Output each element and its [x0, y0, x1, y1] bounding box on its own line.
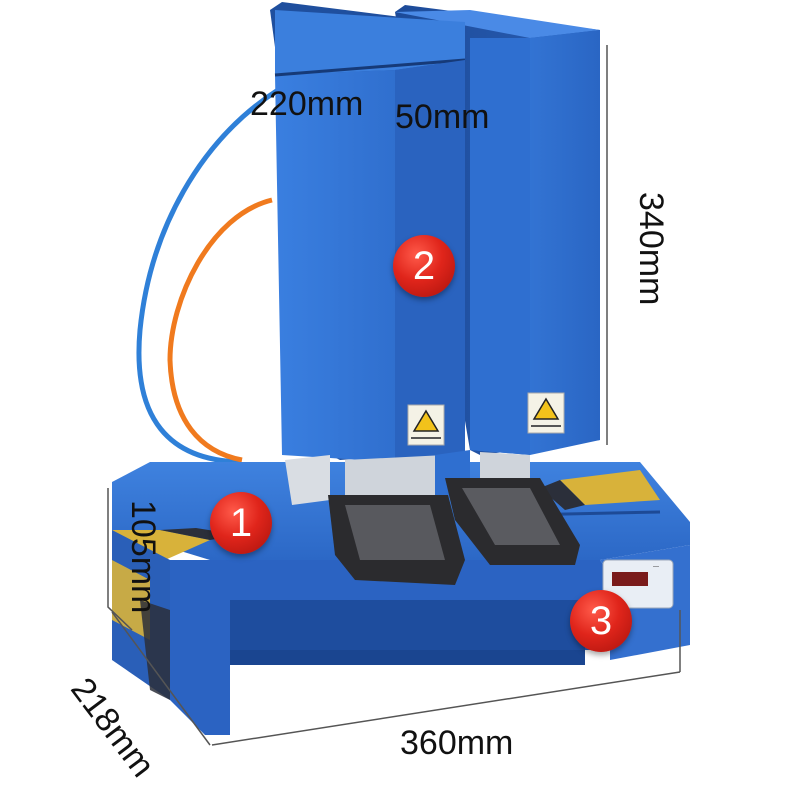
dimension-base-width: 360mm [400, 724, 514, 762]
badge-2: 2 [393, 235, 455, 297]
badge-1: 1 [210, 492, 272, 554]
dimension-depth-top: 220mm [250, 85, 364, 123]
dimension-base-height: 105mm [124, 500, 162, 614]
dimension-width-top: 50mm [395, 98, 490, 136]
badge-3: 3 [570, 590, 632, 652]
dimension-height: 340mm [632, 192, 670, 306]
warning-label-icon [407, 404, 445, 446]
air-hose-icon [136, 87, 280, 465]
svg-text:—: — [653, 564, 659, 570]
